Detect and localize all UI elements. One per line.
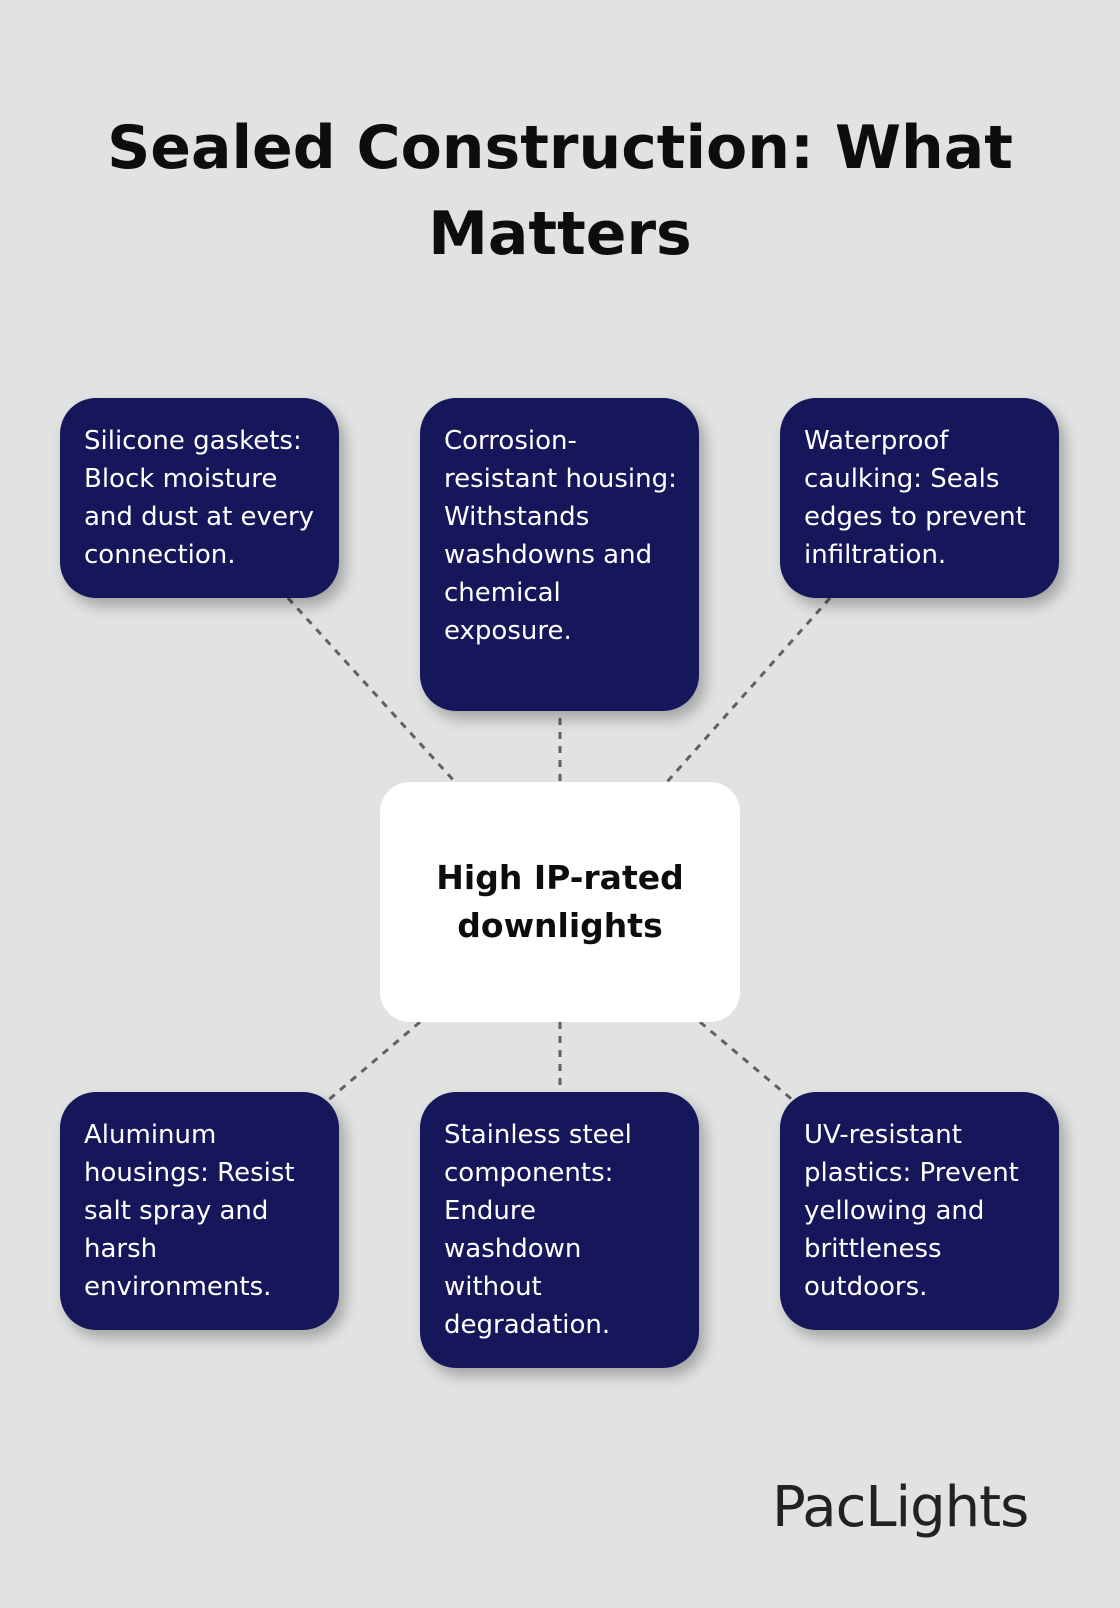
- node-aluminum-housings: Aluminum housings: Resist salt spray and…: [60, 1092, 339, 1330]
- logo-text: PacLights: [772, 1475, 1028, 1540]
- node-stainless-steel-components: Stainless steel components: Endure washd…: [420, 1092, 699, 1368]
- page-title: Sealed Construction: What Matters: [107, 113, 1013, 269]
- center-node: High IP-rated downlights: [380, 782, 740, 1022]
- connector-bottom-right: [699, 1020, 796, 1104]
- connector-bottom-left: [325, 1020, 421, 1104]
- node-corrosion-resistant-housing: Corrosion-resistant housing: Withstands …: [420, 398, 699, 711]
- node-uv-resistant-plastics: UV-resistant plastics: Prevent yellowing…: [780, 1092, 1059, 1330]
- paclights-logo: PacLights: [772, 1475, 1029, 1540]
- node-silicone-gaskets: Silicone gaskets: Block moisture and dus…: [60, 398, 339, 598]
- center-label: High IP-rated downlights: [436, 858, 684, 945]
- node-waterproof-caulking: Waterproof caulking: Seals edges to prev…: [780, 398, 1059, 598]
